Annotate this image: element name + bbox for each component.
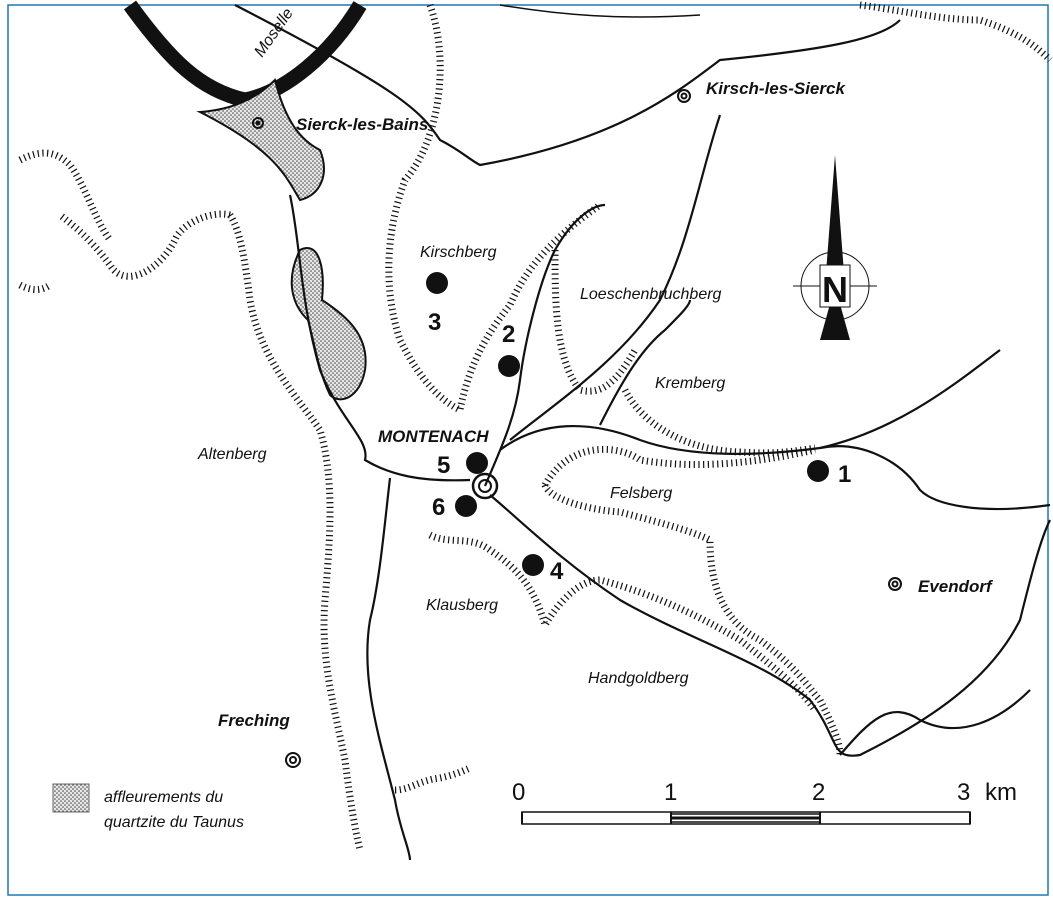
scale-tick-1: 1 xyxy=(664,779,677,806)
north-letter: N xyxy=(822,269,848,310)
hill-label-kremberg: Kremberg xyxy=(655,375,725,392)
north-arrow: N xyxy=(793,155,877,340)
scale-unit: km xyxy=(985,779,1017,806)
site-number-1: 1 xyxy=(838,461,851,488)
site-marker-5 xyxy=(466,452,488,474)
hill-label-felsberg: Felsberg xyxy=(610,485,672,502)
hill-label-loeschenbruchberg: Loeschenbruchberg xyxy=(580,286,722,303)
quartzite-outcrop-south xyxy=(290,247,367,401)
quartzite-outcrop-north xyxy=(196,78,325,202)
hill-label-altenberg: Altenberg xyxy=(197,446,267,463)
town-label-evendorf: Evendorf xyxy=(918,577,994,596)
site-number-6: 6 xyxy=(432,494,445,521)
town-label-sierck: Sierck-les-Bains xyxy=(296,115,428,134)
town-label-freching: Freching xyxy=(218,711,290,730)
streams xyxy=(234,4,1051,861)
site-marker-6 xyxy=(455,495,477,517)
map-border xyxy=(7,4,1049,896)
site-number-5: 5 xyxy=(437,452,450,479)
scale-bar xyxy=(521,811,971,825)
coast-top-right xyxy=(499,4,701,18)
town-label-kirsch: Kirsch-les-Sierck xyxy=(706,79,846,98)
legend-line-2: quartzite du Taunus xyxy=(104,814,244,831)
town-symbols xyxy=(252,89,902,768)
scale-tick-2: 2 xyxy=(812,779,825,806)
site-marker-2 xyxy=(498,355,520,377)
legend-swatch xyxy=(52,783,90,813)
site-marker-1 xyxy=(807,460,829,482)
site-marker-3 xyxy=(426,272,448,294)
hill-label-handgoldberg: Handgoldberg xyxy=(588,670,689,687)
scale-tick-3: 3 xyxy=(957,779,970,806)
ridge-hachures xyxy=(18,1,1053,851)
town-label-montenach: MONTENACH xyxy=(378,427,489,446)
site-marker-4 xyxy=(522,554,544,576)
legend-line-1: affleurements du xyxy=(104,789,223,806)
site-markers xyxy=(426,272,829,576)
scale-tick-0: 0 xyxy=(512,779,525,806)
site-number-4: 4 xyxy=(550,558,564,585)
hill-label-klausberg: Klausberg xyxy=(426,597,498,614)
site-number-2: 2 xyxy=(502,321,515,348)
site-number-3: 3 xyxy=(428,309,441,336)
hill-label-kirschberg: Kirschberg xyxy=(420,244,497,261)
